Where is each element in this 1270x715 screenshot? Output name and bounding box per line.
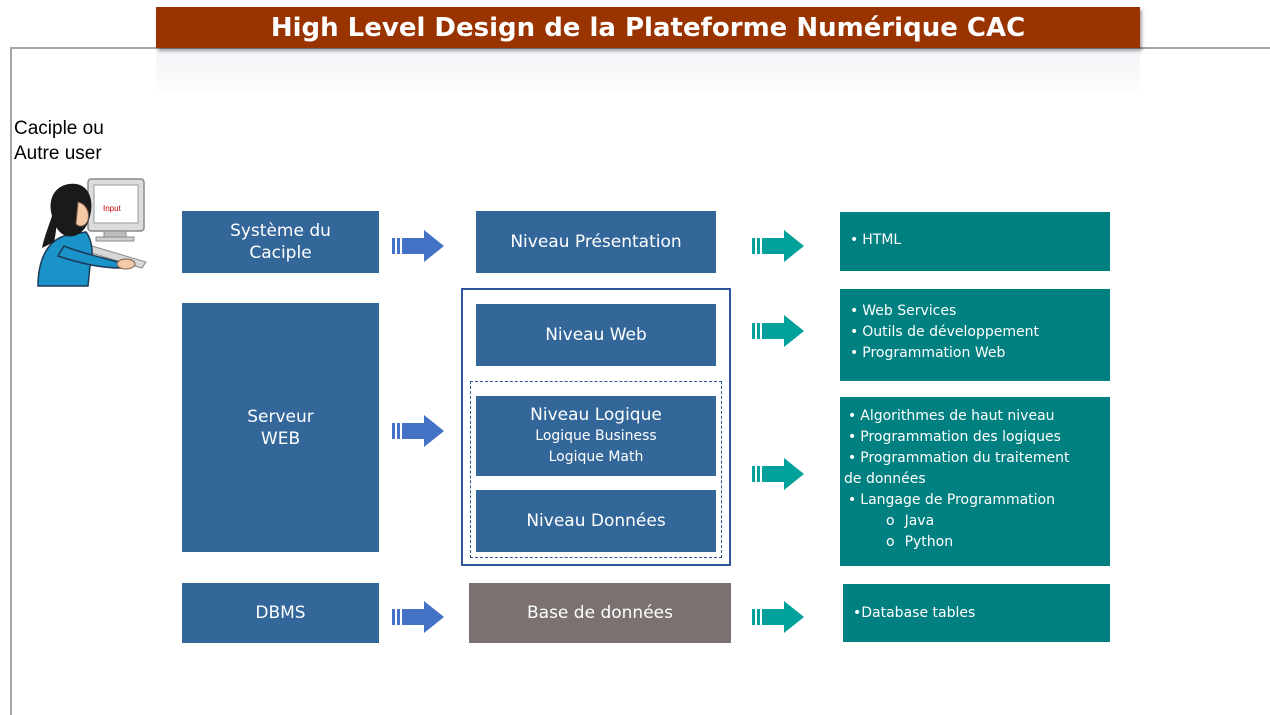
programmation-web-item: Programmation Web xyxy=(862,345,1006,361)
niveaux-group-frame xyxy=(461,288,731,566)
bullet-item: •Web Services xyxy=(850,303,957,319)
database-tables-box: •Database tables xyxy=(843,584,1110,642)
logique-donnees-dashed-frame xyxy=(470,381,722,558)
niveau-donnees-box: Niveau Données xyxy=(476,490,716,552)
niveau-logique-box: Niveau Logique Logique Business Logique … xyxy=(476,396,716,476)
bullet-item: •Programmation Web xyxy=(850,345,1006,361)
database-tables-item: •Database tables xyxy=(853,605,976,621)
screen-input-text: Input xyxy=(103,204,122,213)
bullet-item: •Programmation du traitement xyxy=(848,450,1070,466)
arrow-presentation-to-html xyxy=(752,230,804,262)
langage-item: Langage de Programmation xyxy=(860,492,1055,508)
bullet-item: •Algorithmes de haut niveau xyxy=(848,408,1055,424)
frame-left-line xyxy=(10,47,12,715)
systeme-line2: Caciple xyxy=(249,243,312,263)
niveau-logique-title: Niveau Logique xyxy=(530,405,662,425)
systeme-caciple-box: Système du Caciple xyxy=(182,211,379,273)
bullet-item: •Langage de Programmation xyxy=(848,492,1055,508)
systeme-line1: Système du xyxy=(230,221,331,241)
arrow-web-to-services xyxy=(752,315,804,347)
bullet-item: •Programmation des logiques xyxy=(848,429,1061,445)
niveau-web-box: Niveau Web xyxy=(476,304,716,366)
sub-bullet-marker: o xyxy=(886,534,895,550)
sub-bullet-marker: o xyxy=(886,513,895,529)
serveur-line2: WEB xyxy=(260,428,301,449)
arrow-dbms-to-base xyxy=(392,601,444,633)
base-de-donnees-box: Base de données xyxy=(469,583,731,643)
niveau-presentation-label: Niveau Présentation xyxy=(510,232,682,252)
title-reflection xyxy=(156,50,1140,92)
programmation-logiques-item: Programmation des logiques xyxy=(860,429,1061,445)
arrow-base-to-tables xyxy=(752,601,804,633)
sub-bullet-item: o Java xyxy=(848,511,1100,532)
niveau-presentation-box: Niveau Présentation xyxy=(476,211,716,273)
sub-bullet-item: o Python xyxy=(848,532,1100,553)
bullet-item: •Outils de développement xyxy=(850,324,1039,340)
programmation-traitement-item: Programmation du traitement xyxy=(860,450,1070,466)
java-item: Java xyxy=(904,513,935,529)
html-item: HTML xyxy=(862,232,902,248)
html-box: •HTML xyxy=(840,212,1110,271)
diagram-title: High Level Design de la Plateforme Numér… xyxy=(156,7,1140,48)
base-de-donnees-label: Base de données xyxy=(527,603,673,623)
algorithmes-item: Algorithmes de haut niveau xyxy=(860,408,1055,424)
user-at-computer-icon: Input xyxy=(37,178,147,287)
de-donnees-text: de données xyxy=(844,471,926,487)
logique-math-label: Logique Math xyxy=(548,449,644,465)
niveau-web-label: Niveau Web xyxy=(545,325,647,345)
frame-top-line xyxy=(10,47,1270,49)
outils-item: Outils de développement xyxy=(862,324,1039,340)
niveau-donnees-label: Niveau Données xyxy=(526,511,666,531)
serveur-web-box: Serveur WEB xyxy=(182,303,379,552)
user-label-line1: Caciple ou xyxy=(14,118,104,139)
logique-business-label: Logique Business xyxy=(535,428,657,444)
arrow-logique-to-algorithmes xyxy=(752,458,804,490)
dbms-label: DBMS xyxy=(255,603,306,623)
web-services-item: Web Services xyxy=(862,303,957,319)
arrow-serveur-to-niveaux xyxy=(392,415,444,447)
arrow-systeme-to-presentation xyxy=(392,230,444,262)
web-tools-box: •Web Services •Outils de développement •… xyxy=(840,289,1110,381)
bullet-continuation: de données xyxy=(844,469,1100,490)
bullet-item: •HTML xyxy=(850,232,902,248)
python-item: Python xyxy=(904,534,954,550)
user-label: Caciple ou Autre user xyxy=(14,116,104,166)
logique-details-box: •Algorithmes de haut niveau •Programmati… xyxy=(840,397,1110,566)
serveur-line1: Serveur xyxy=(247,406,314,427)
user-label-line2: Autre user xyxy=(14,143,102,164)
dbms-box: DBMS xyxy=(182,583,379,643)
